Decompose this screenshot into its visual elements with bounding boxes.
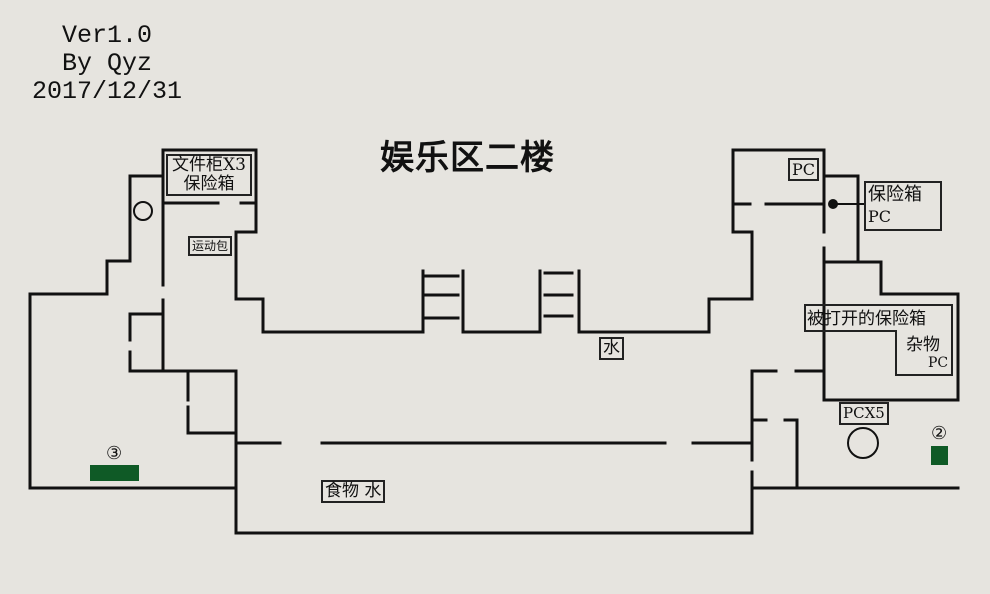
map-info: Ver1.0 By Qyz 2017/12/31 <box>22 22 192 106</box>
stairs-right <box>543 271 574 318</box>
version-text: Ver1.0 <box>61 21 152 50</box>
safe-right-text: 保险箱 <box>868 184 922 205</box>
green-marker-3 <box>90 465 139 481</box>
sports-bag-label: 运动包 <box>188 236 233 256</box>
dot-marker-icon <box>828 199 838 209</box>
cabinet-text: 文件柜X3 <box>172 155 246 175</box>
marker-3: ③ <box>106 443 123 464</box>
opened-safe-box <box>804 304 953 376</box>
round-table-icon <box>847 427 879 459</box>
pc-label: PC <box>788 158 820 181</box>
safe-text: 保险箱 <box>183 174 235 194</box>
opened-safe-text: 被打开的保险箱 <box>807 309 926 329</box>
water-label: 水 <box>599 337 624 360</box>
walls-middle <box>424 148 826 334</box>
walls-right <box>731 148 960 490</box>
date-text: 2017/12/31 <box>31 77 183 106</box>
safe-pc-label: 保险箱 PC <box>864 181 942 231</box>
misc-text: 杂物 <box>906 335 940 355</box>
cabinet-safe-label: 文件柜X3 保险箱 <box>166 154 252 196</box>
green-marker-2 <box>931 446 948 465</box>
marker-2: ② <box>931 423 948 444</box>
round-object-icon <box>133 201 153 221</box>
author-text: By Qyz <box>61 49 152 78</box>
opened-pc-text: PC <box>928 355 949 371</box>
pcx5-label: PCX5 <box>839 402 889 425</box>
map-title: 娱乐区二楼 <box>380 138 555 178</box>
stairs-left <box>424 274 460 320</box>
walls-left <box>28 148 754 535</box>
food-water-label: 食物 水 <box>321 480 386 503</box>
safe-right-pc-text: PC <box>868 207 892 226</box>
